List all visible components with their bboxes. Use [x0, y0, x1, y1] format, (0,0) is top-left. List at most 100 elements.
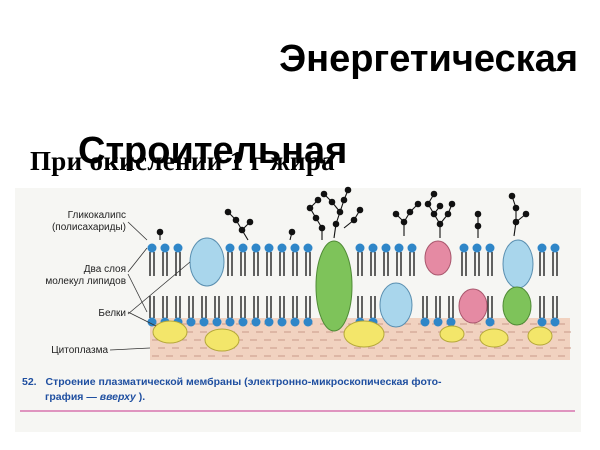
- glycocalyx-sugar: [224, 208, 232, 216]
- figure-number: 52.: [22, 376, 37, 388]
- figure-caption-line2: графия — вверху ).: [45, 391, 145, 403]
- label-proteins: Белки: [98, 308, 126, 319]
- glycocalyx-sugar: [312, 214, 320, 222]
- caption-text-2b: вверху: [100, 391, 137, 403]
- glycocalyx-chains: [156, 186, 530, 241]
- lipid-head: [212, 317, 222, 327]
- lipid-head: [485, 317, 495, 327]
- lipid-head: [290, 317, 300, 327]
- protein-yellow-5: [479, 328, 509, 348]
- lipid-head: [303, 317, 313, 327]
- slide-body-text: При окислении 1 г жира: [30, 146, 335, 176]
- lipid-head: [186, 317, 196, 327]
- glycocalyx-sugar: [320, 190, 328, 198]
- lipid-head: [277, 317, 287, 327]
- glycocalyx-sugar: [328, 198, 336, 206]
- lipid-bilayer: [147, 243, 560, 327]
- lipid-head: [550, 243, 560, 253]
- protein-pink-lower: [458, 288, 488, 324]
- slide-title: Энергетическая: [279, 38, 578, 80]
- glycocalyx-sugar: [306, 204, 314, 212]
- figure-caption-line1: 52. Строение плазматической мембраны (эл…: [22, 376, 442, 388]
- glycocalyx-sugar: [318, 224, 326, 232]
- glycocalyx-sugar: [474, 210, 482, 218]
- protein-green-transmembrane-1: [315, 240, 353, 332]
- lipid-head: [147, 243, 157, 253]
- glycocalyx-sugar: [474, 222, 482, 230]
- lipid-head: [199, 317, 209, 327]
- lipid-head: [238, 317, 248, 327]
- lipid-head: [537, 317, 547, 327]
- glycocalyx-sugar: [392, 210, 400, 218]
- lipid-head: [225, 243, 235, 253]
- leader-lines: [109, 221, 191, 351]
- glycocalyx-sugar: [522, 210, 530, 218]
- glycocalyx-sugar: [314, 196, 322, 204]
- protein-yellow-2: [204, 328, 240, 352]
- caption-text-2a: графия —: [45, 391, 100, 403]
- lipid-head: [381, 243, 391, 253]
- protein-yellow-1: [152, 320, 188, 344]
- lipid-head: [420, 317, 430, 327]
- lipid-head: [290, 243, 300, 253]
- lipid-head: [251, 317, 261, 327]
- glycocalyx-sugar: [424, 200, 432, 208]
- protein-yellow-4: [439, 325, 465, 343]
- lipid-head: [160, 243, 170, 253]
- lipid-head: [225, 317, 235, 327]
- lipid-head: [251, 243, 261, 253]
- label-glycocalyx-line2: (полисахариды): [52, 222, 126, 233]
- slide-subtitle: Строительная: [78, 130, 348, 172]
- glycocalyx-sugar: [350, 216, 358, 224]
- lipid-head: [368, 243, 378, 253]
- label-glycocalyx-line1: Гликокалипс: [68, 210, 126, 221]
- membrane-proteins: [152, 237, 553, 352]
- protein-blue-upper-2: [502, 239, 534, 289]
- glycocalyx-sugar: [332, 220, 340, 228]
- glycocalyx-sugar: [444, 210, 452, 218]
- lipid-head: [446, 317, 456, 327]
- glycocalyx-sugar: [232, 216, 240, 224]
- lipid-head: [485, 243, 495, 253]
- lipid-head: [550, 317, 560, 327]
- lipid-head: [355, 243, 365, 253]
- label-cytoplasm: Цитоплазма: [51, 345, 108, 356]
- glycocalyx-sugar: [508, 192, 516, 200]
- lipid-head: [537, 243, 547, 253]
- glycocalyx-sugar: [430, 190, 438, 198]
- lipid-head: [394, 243, 404, 253]
- protein-yellow-3: [343, 320, 385, 348]
- glycocalyx-sugar: [512, 204, 520, 212]
- lipid-head: [264, 317, 274, 327]
- lipid-head: [264, 243, 274, 253]
- lipid-head: [433, 317, 443, 327]
- glycocalyx-sugar: [414, 200, 422, 208]
- protein-blue-lower: [379, 282, 413, 328]
- glycocalyx-sugar: [288, 228, 296, 236]
- glycocalyx-sugar: [436, 202, 444, 210]
- protein-pink-upper: [424, 240, 452, 276]
- glycocalyx-sugar: [246, 218, 254, 226]
- lipid-head: [472, 243, 482, 253]
- caption-text-2c: ).: [139, 391, 145, 403]
- label-bilayer-line1: Два слоя: [84, 264, 126, 275]
- glycocalyx-sugar: [340, 196, 348, 204]
- lipid-head: [303, 243, 313, 253]
- glycocalyx-sugar: [448, 200, 456, 208]
- lipid-head: [459, 243, 469, 253]
- lipid-head: [407, 243, 417, 253]
- caption-text-1: Строение плазматической мембраны (электр…: [46, 376, 443, 388]
- lipid-head: [277, 243, 287, 253]
- protein-blue-upper-1: [189, 237, 225, 287]
- glycocalyx-sugar: [344, 186, 352, 194]
- glycocalyx-sugar: [156, 228, 164, 236]
- protein-yellow-6: [527, 326, 553, 346]
- lipid-head: [238, 243, 248, 253]
- glycocalyx-sugar: [406, 208, 414, 216]
- lipid-head: [173, 243, 183, 253]
- protein-green-lower: [502, 286, 532, 326]
- label-bilayer-line2: молекул липидов: [45, 276, 126, 287]
- glycocalyx-sugar: [356, 206, 364, 214]
- lipid-head: [147, 317, 157, 327]
